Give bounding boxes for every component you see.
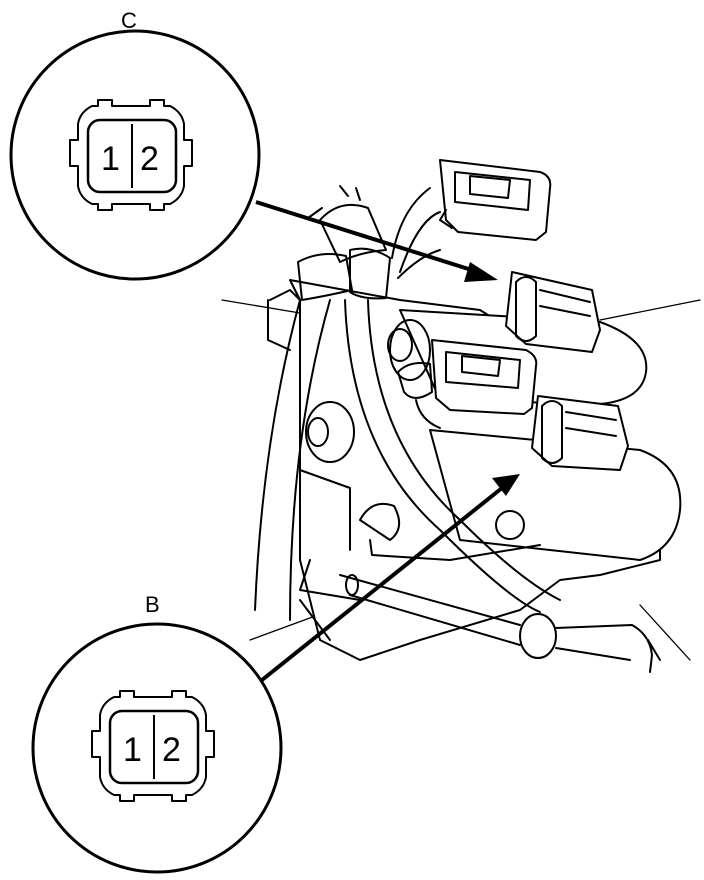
solenoid-connector-c-side <box>505 271 601 353</box>
callout-b-label: B <box>145 592 160 617</box>
solenoid-connector-b-side <box>531 395 629 471</box>
callout-c: C 1 2 <box>9 8 261 281</box>
callout-b: B 1 2 <box>31 592 283 874</box>
connector-c-pin1: 1 <box>101 140 120 178</box>
leader-arrow-c <box>255 200 498 282</box>
harness-connector-top <box>439 159 552 241</box>
connector-c-pin2: 2 <box>140 140 159 178</box>
connector-b-face: 1 2 <box>91 690 215 802</box>
connector-b-pin1: 1 <box>123 731 142 769</box>
callout-c-label: C <box>121 8 137 33</box>
solenoid-assembly-illustration <box>221 185 701 673</box>
connector-b-pin2: 2 <box>162 731 181 769</box>
harness-connector-middle <box>431 339 538 415</box>
leader-arrow-b <box>260 474 520 682</box>
connector-c-face: 1 2 <box>69 99 193 211</box>
